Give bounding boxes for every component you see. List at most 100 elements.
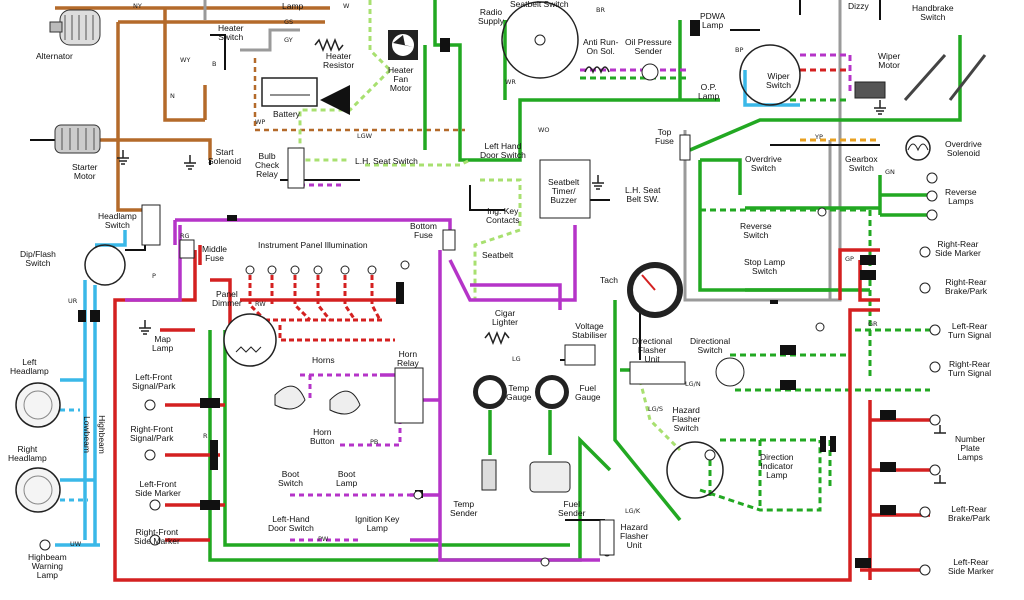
connector-blocks [78,20,896,568]
overdrive-solenoid-icon [905,135,931,161]
label-horn-button: Horn Button [310,427,335,446]
label-left-rear-side-marker: Left-Rear Side Marker [948,557,994,576]
label-horn-relay: Horn Relay [397,349,419,368]
anti-run-on-solenoid [584,66,610,75]
directional-switch-icon [715,357,745,387]
starter-motor [54,124,101,154]
label-left-rear-turn-signal: Left-Rear Turn Signal [948,321,992,340]
overdrive-coil-icon [907,143,929,152]
wire-code: UW [70,540,82,548]
label-boot-switch: Boot Switch [278,469,304,488]
wire-code: YP [815,133,823,141]
label-dip-flash-switch: Dip/Flash Switch [20,249,56,268]
label-bottom-fuse: Bottom Fuse [410,221,437,240]
red-dashed-wires [248,275,395,342]
label-map-lamp: Map Lamp [152,334,174,353]
label-middle-fuse: Middle Fuse [202,244,228,263]
wire-code: GR [868,320,878,328]
label-seatbelt-timer-buzzer: Seatbelt Timer/ Buzzer [548,177,580,205]
cigar-lighter-icon [484,330,510,346]
label-fuel-gauge: Fuel Gauge [575,383,601,402]
label-left-headlamp: Left Headlamp [10,357,49,376]
wire-code: UR [68,297,78,305]
temp-sender-icon [481,459,497,491]
left-headlamp-icon [15,382,61,428]
label-reverse-switch: Reverse Switch [740,221,772,240]
wiper-harness [300,53,880,187]
label-hazard-flasher-switch: Hazard Flasher Switch [672,405,701,433]
wire-code: LG/K [625,507,641,515]
light-blue-wires [55,70,800,547]
wire-code: GS [284,18,294,26]
label-highbeam-warning-lamp: Highbeam Warning Lamp [28,552,67,580]
label-anti-run-on-sol: Anti Run- On Sol. [583,37,619,56]
wire-code: N [170,92,175,100]
label-left-hand-door-switch-2: Left-Hand Door Switch [268,514,314,533]
wire-code: PW [318,535,329,543]
label-right-rear-turn-signal: Right-Rear Turn Signal [948,359,992,378]
label-battery: Battery [273,109,300,119]
label-right-headlamp: Right Headlamp [8,444,47,463]
label-gearbox-switch: Gearbox Switch [845,154,878,173]
fuel-gauge-icon [535,375,569,409]
label-panel-dimmer: Panel Dimmer [212,289,242,308]
hazard-flasher-switch-icon [666,441,724,499]
label-stop-lamp-switch: Stop Lamp Switch [744,257,786,276]
battery [261,77,350,115]
tach-icon [627,262,683,318]
label-heater-fan-motor: Heater Fan Motor [388,65,414,93]
wire-code: BR [596,6,605,14]
label-boot-lamp: Boot Lamp [336,469,358,488]
horns-icon [274,385,361,415]
label-op-lamp: O.P. Lamp [698,82,720,101]
label-radio-supply: Radio Supply [478,7,504,26]
label-reverse-lamps: Reverse Lamps [945,187,977,206]
wire-code: LG [512,355,521,363]
label-tach: Tach [600,275,618,285]
seatbelt-switch [501,1,579,79]
label-ing-key-contacts: Ing. Key Contacts [486,206,520,225]
wire-code: LGW [357,132,373,140]
grey-wires [203,0,842,302]
wiper-switch [739,44,801,106]
wire-code: B [212,60,217,68]
relay-boxes [141,134,691,556]
purple-dashed-wires [290,373,410,542]
light-blue-dashed-wires [60,408,88,502]
horn-relay-box [394,367,424,424]
label-heater-resistor: Heater Resistor [323,51,355,70]
wire-code: WY [180,56,191,64]
label-dizzy: Dizzy [848,1,869,11]
wire-code: WR [505,78,516,86]
label-left-front-side-marker: Left-Front Side Marker [135,479,181,498]
label-lowbeam: Lowbeam [81,416,92,453]
right-headlamp-icon [15,467,61,513]
label-horns: Horns [312,355,335,365]
alternator [49,9,101,46]
label-right-rear-side-marker: Right-Rear Side Marker [935,239,981,258]
label-starter-motor: Starter Motor [72,162,98,181]
heater-fan-motor [388,30,418,60]
label-hazard-flasher-unit: Hazard Flasher Unit [620,522,649,550]
wire-code: W [343,2,350,10]
label-seatbelt-switch: Seatbelt Switch [510,0,569,9]
label-left-hand-door-switch: Left Hand Door Switch [480,141,526,160]
wire-code: BP [735,46,744,54]
fuel-sender-icon [529,461,571,493]
label-overdrive-solenoid: Overdrive Solenoid [945,139,982,158]
label-temp-sender: Temp Sender [450,499,478,518]
label-headlamp-switch: Headlamp Switch [98,211,137,230]
wire-code: WP [255,118,266,126]
wire-code: GY [284,36,293,44]
temp-gauge-icon [473,375,507,409]
oil-pressure-sender [641,63,659,81]
ground-symbols [117,100,946,484]
label-bulb-check-relay: Bulb Check Relay [255,151,280,179]
label-cigar-lighter: Cigar Lighter [492,308,518,327]
label-left-rear-brake-park: Left-Rear Brake/Park [948,504,991,523]
label-voltage-stabiliser: Voltage Stabiliser [572,321,607,340]
label-number-plate-lamps: Number Plate Lamps [955,434,986,462]
rear-lamp-bulbs [39,172,941,576]
label-handbrake-switch: Handbrake Switch [912,3,954,22]
dip-flash-switch-icon [84,244,126,286]
